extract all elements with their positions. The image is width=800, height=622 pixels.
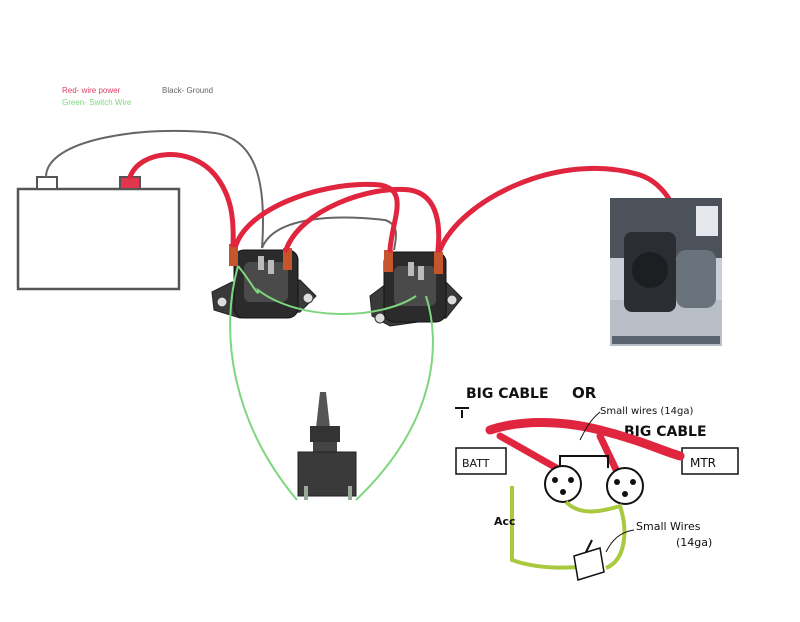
solenoid-right [369, 250, 463, 327]
battery [16, 176, 181, 291]
battery-negative-terminal [36, 176, 58, 190]
terminal [408, 262, 414, 276]
sketch-small-wires-bottom-2: (14ga) [676, 536, 712, 549]
legend-red: Red- wire power [62, 86, 121, 95]
terminal [283, 248, 292, 270]
winch-photo [610, 198, 722, 346]
sketch-acc: Acc [494, 515, 516, 528]
legend-green: Green- Switch Wire [62, 98, 132, 107]
terminal [434, 252, 443, 274]
sketch-small-wires-top: Small wires (14ga) [600, 406, 693, 417]
legend-black: Black- Ground [162, 86, 214, 95]
terminal [418, 266, 424, 280]
ground-wires [45, 129, 397, 251]
sketch-big-cable-red: BIG CABLE [624, 424, 707, 440]
sketch-or: OR [572, 384, 597, 402]
terminal [268, 260, 274, 274]
terminal [258, 256, 264, 270]
sketch-batt-box [455, 447, 507, 475]
terminal [384, 250, 393, 272]
sketch-small-wires-bottom-1: Small Wires [636, 520, 701, 533]
sketch-mtr: MTR [690, 456, 716, 470]
sketch-batt: BATT [462, 457, 490, 470]
terminal [229, 244, 238, 266]
sketch-mtr-box [681, 447, 739, 475]
switch-wires [229, 265, 434, 501]
hand-sketch: BIG CABLE OR Small wires (14ga) BIG CABL… [455, 384, 739, 581]
sketch-big-cable-black: BIG CABLE [466, 386, 549, 402]
power-wires [127, 152, 691, 253]
solenoid-left [211, 244, 317, 319]
toggle-switch [297, 392, 357, 500]
